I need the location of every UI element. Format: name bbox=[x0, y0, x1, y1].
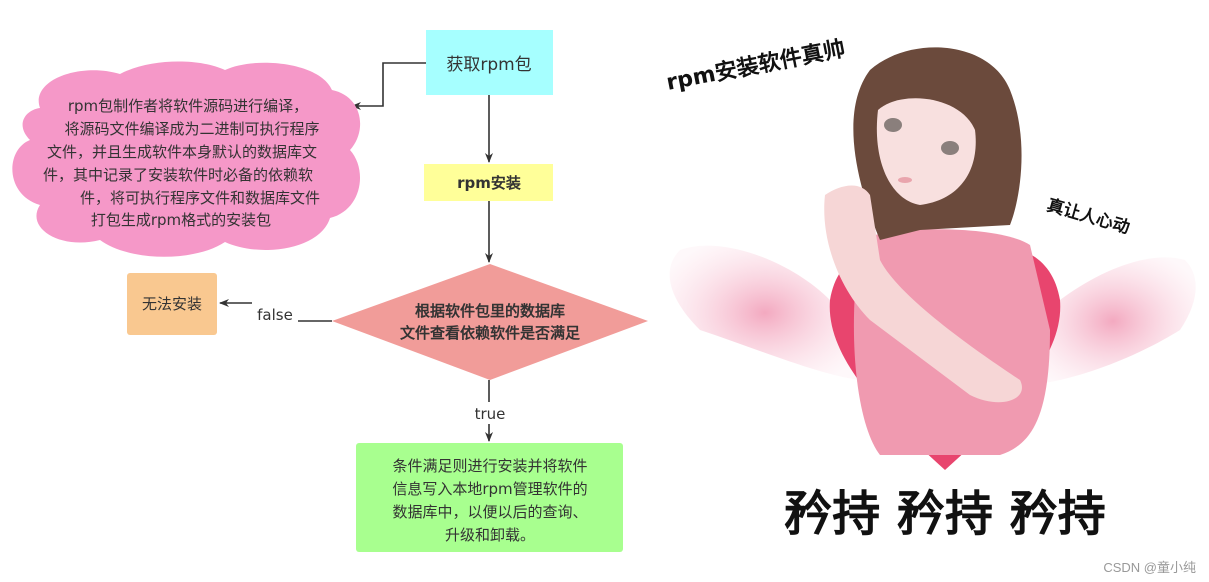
cloud-shape bbox=[12, 61, 361, 257]
hand-arm bbox=[824, 185, 1022, 403]
decision-line: 根据软件包里的数据库 bbox=[415, 302, 565, 320]
success-line: 信息写入本地rpm管理软件的 bbox=[392, 480, 587, 498]
left-wing bbox=[669, 245, 860, 380]
success-box bbox=[356, 443, 623, 552]
cloud-text: rpm包制作者将软件源码进行编译， 将源码文件编译成为二进制可执行程序 文件，并… bbox=[43, 97, 320, 229]
cloud-line: rpm包制作者将软件源码进行编译， bbox=[68, 97, 308, 115]
cloud-line: 将源码文件编译成为二进制可执行程序 bbox=[64, 120, 319, 138]
cloud-line: 件，其中记录了安装软件时必备的依赖软 bbox=[43, 166, 313, 184]
caption-bottom: 矜持 矜持 矜持 bbox=[784, 486, 1105, 542]
success-line: 数据库中，以便以后的查询、 bbox=[392, 503, 587, 521]
cloud-line: 件，将可执行程序文件和数据库文件 bbox=[80, 189, 320, 207]
get-package-box bbox=[426, 30, 553, 95]
install-box bbox=[424, 164, 553, 201]
caption-side: 真让人心动 bbox=[1045, 195, 1132, 239]
lips bbox=[898, 177, 912, 183]
true-label: true bbox=[475, 405, 506, 423]
arrow-to-cloud bbox=[351, 62, 426, 110]
success-line: 升级和卸载。 bbox=[445, 526, 535, 544]
watermark: CSDN @童小纯 bbox=[1103, 560, 1196, 575]
right-wing bbox=[1030, 257, 1196, 385]
connectors bbox=[219, 62, 493, 442]
decision-line: 文件查看依赖软件是否满足 bbox=[400, 324, 581, 342]
girl-illustration bbox=[669, 47, 1196, 470]
cloud-line: 打包生成rpm格式的安装包 bbox=[91, 211, 271, 229]
install-label: rpm安装 bbox=[457, 174, 522, 192]
decision-diamond bbox=[332, 264, 648, 380]
right-eye bbox=[941, 141, 959, 155]
cloud-line: 文件，并且生成软件本身默认的数据库文 bbox=[47, 143, 317, 161]
fail-box bbox=[127, 273, 217, 335]
success-line: 条件满足则进行安装并将软件 bbox=[392, 457, 587, 475]
false-label: false bbox=[257, 306, 293, 324]
caption-top: rpm安装软件真帅 bbox=[664, 36, 847, 96]
fail-label: 无法安装 bbox=[142, 295, 202, 313]
left-eye bbox=[884, 118, 902, 132]
get-package-label: 获取rpm包 bbox=[446, 55, 531, 75]
